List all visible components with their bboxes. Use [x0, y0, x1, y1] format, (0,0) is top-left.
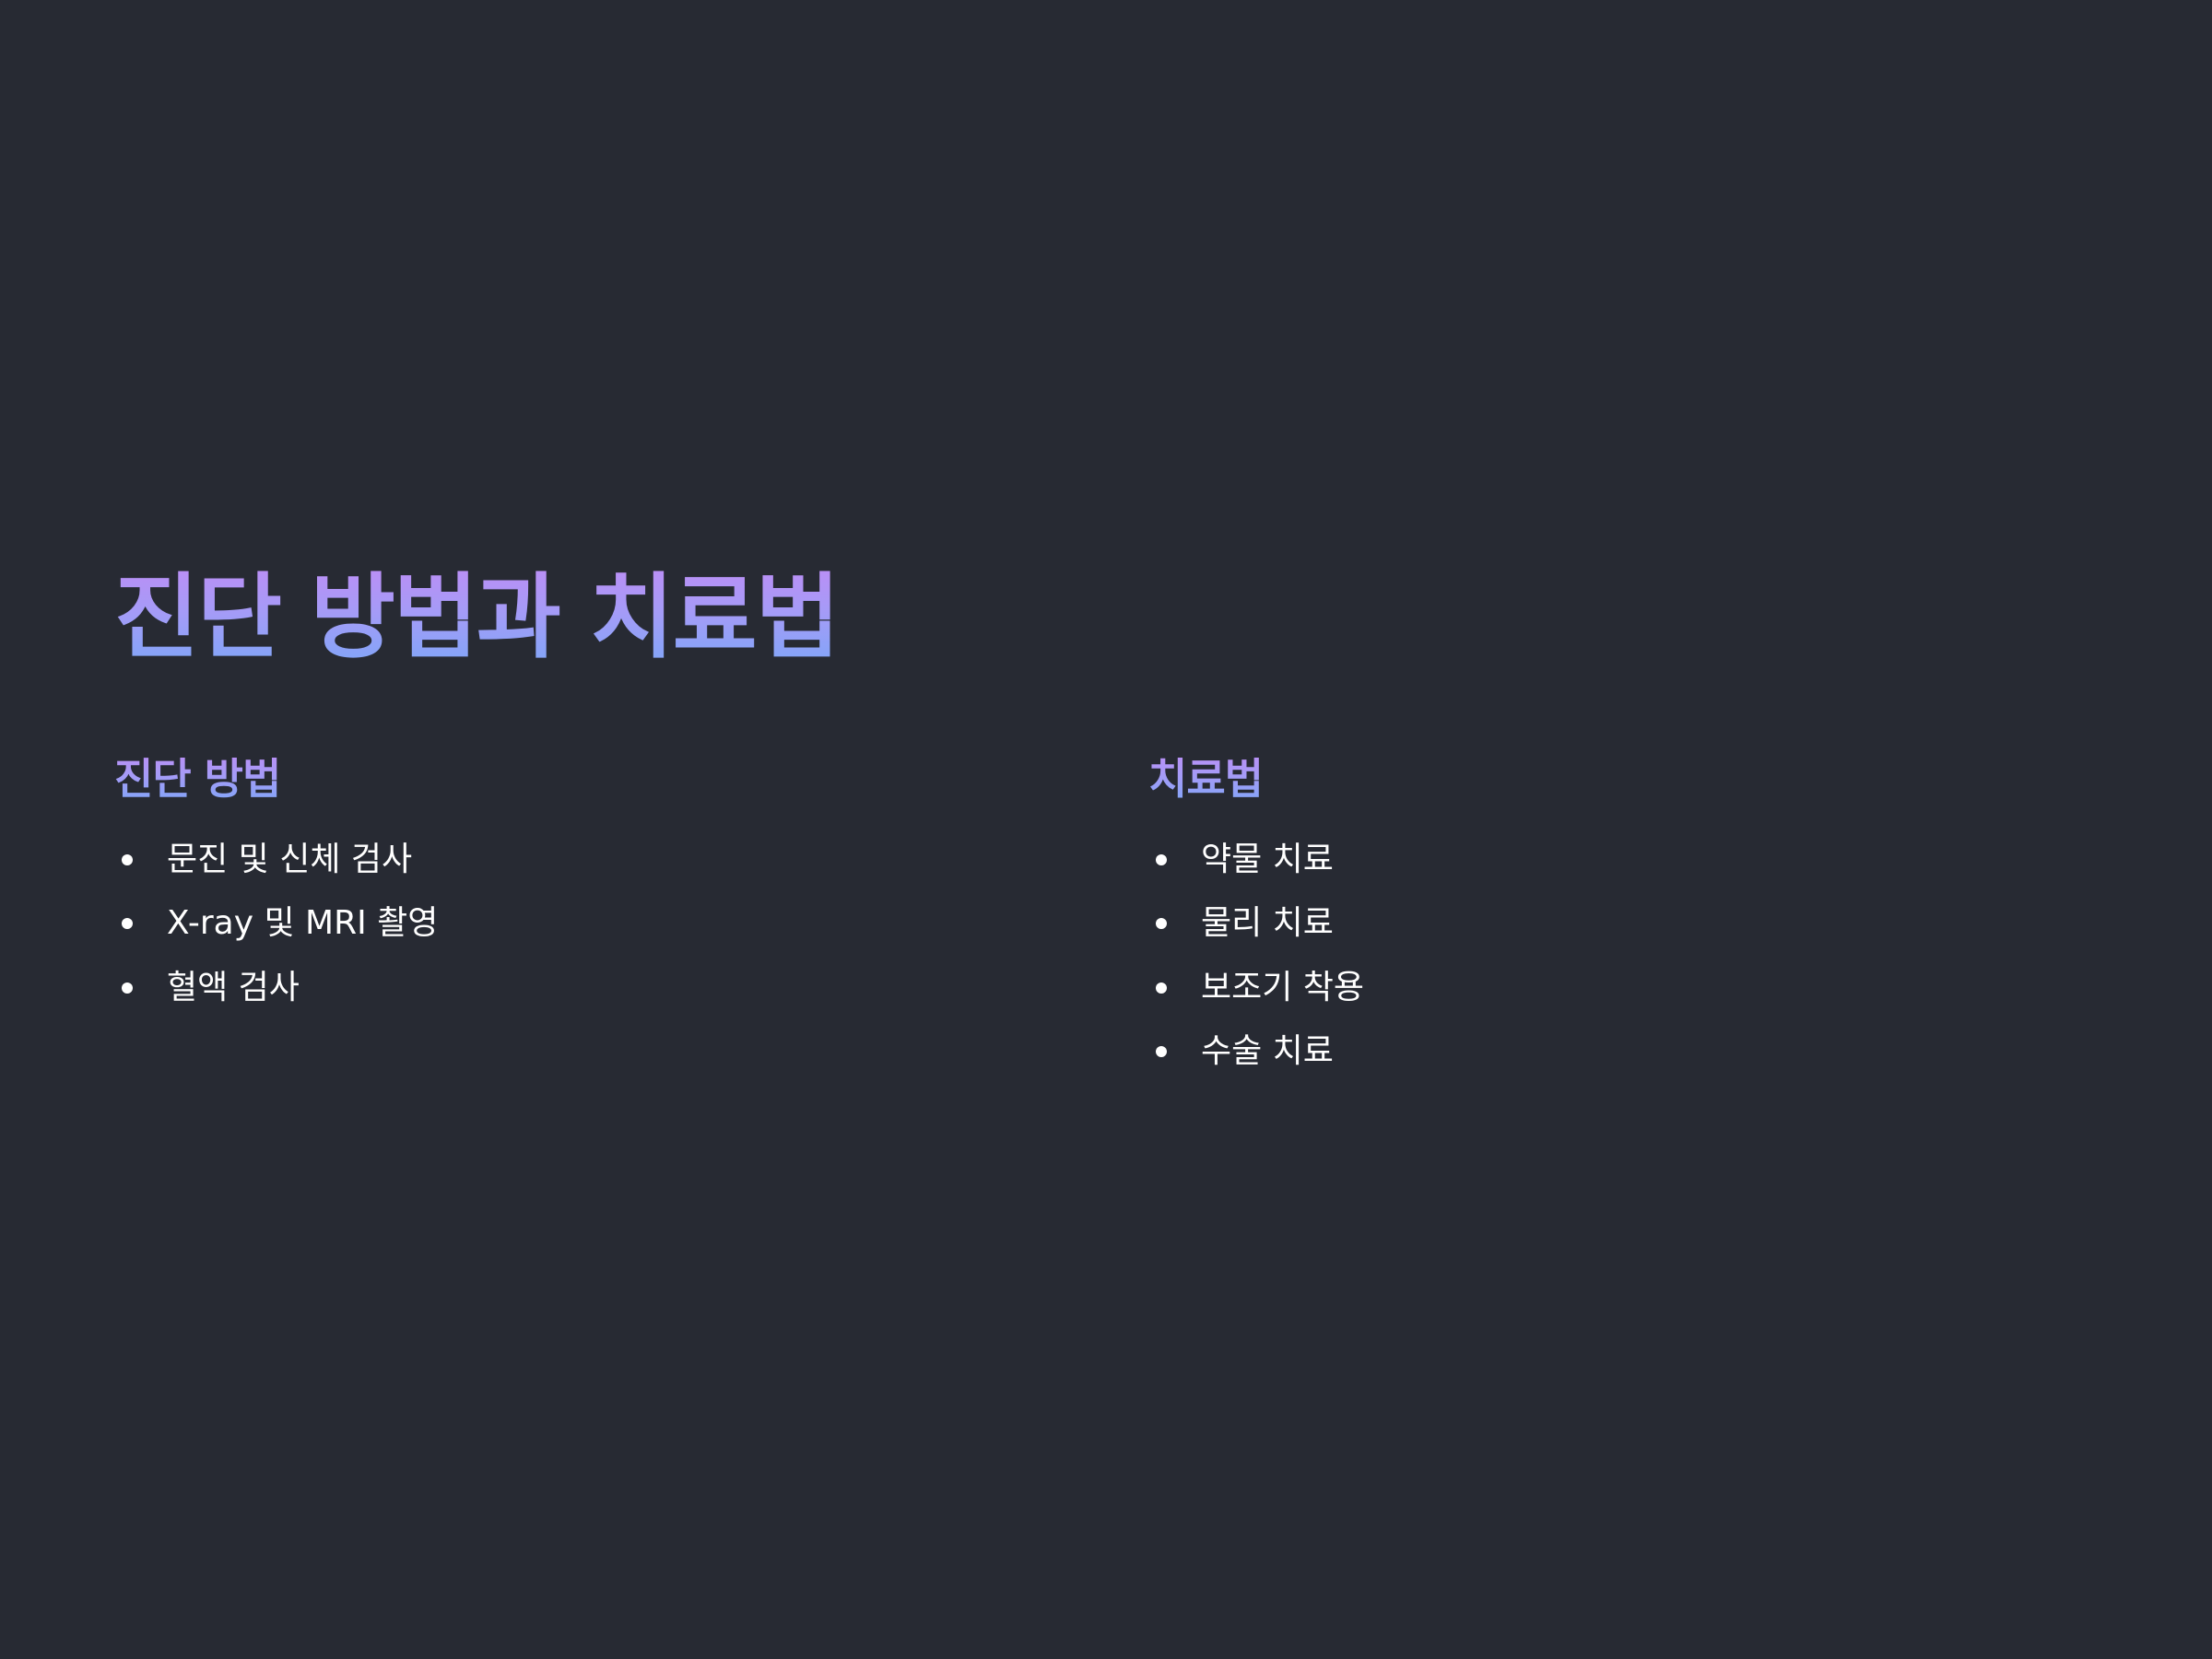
bullet-icon: [1156, 982, 1167, 994]
list-item: 혈액 검사: [114, 956, 944, 1020]
list-item: 문진 및 신체 검사: [114, 828, 944, 892]
treatment-heading: 치료법: [1148, 748, 1264, 809]
list-item: 수술 치료: [1148, 1020, 1978, 1085]
list-item-text: 물리 치료: [1201, 904, 1334, 943]
list-item-text: 약물 치료: [1201, 840, 1334, 878]
treatment-list: 약물 치료 물리 치료 보조기 착용 수술 치료: [1148, 828, 1978, 1084]
bullet-icon: [1156, 853, 1167, 865]
bullet-icon: [122, 853, 133, 865]
list-item-text: 보조기 착용: [1201, 968, 1365, 1006]
list-item: 물리 치료: [1148, 892, 1978, 957]
bullet-icon: [122, 918, 133, 930]
list-item: X-ray 및 MRI 촬영: [114, 892, 944, 957]
diagnosis-list: 문진 및 신체 검사 X-ray 및 MRI 촬영 혈액 검사: [114, 828, 944, 1020]
list-item-text: 문진 및 신체 검사: [167, 840, 413, 878]
list-item-text: 수술 치료: [1201, 1032, 1334, 1071]
bullet-icon: [1156, 1046, 1167, 1058]
bullet-icon: [122, 982, 133, 994]
list-item: 약물 치료: [1148, 828, 1978, 892]
bullet-icon: [1156, 918, 1167, 930]
slide-title: 진단 방법과 치료법: [114, 558, 841, 677]
list-item: 보조기 착용: [1148, 956, 1978, 1020]
diagnosis-column: 진단 방법 문진 및 신체 검사 X-ray 및 MRI 촬영 혈액 검사: [114, 748, 944, 1020]
treatment-column: 치료법 약물 치료 물리 치료 보조기 착용 수술 치료: [1148, 748, 1978, 1084]
list-item-text: X-ray 및 MRI 촬영: [167, 904, 439, 943]
diagnosis-heading: 진단 방법: [114, 748, 281, 809]
list-item-text: 혈액 검사: [167, 968, 300, 1006]
